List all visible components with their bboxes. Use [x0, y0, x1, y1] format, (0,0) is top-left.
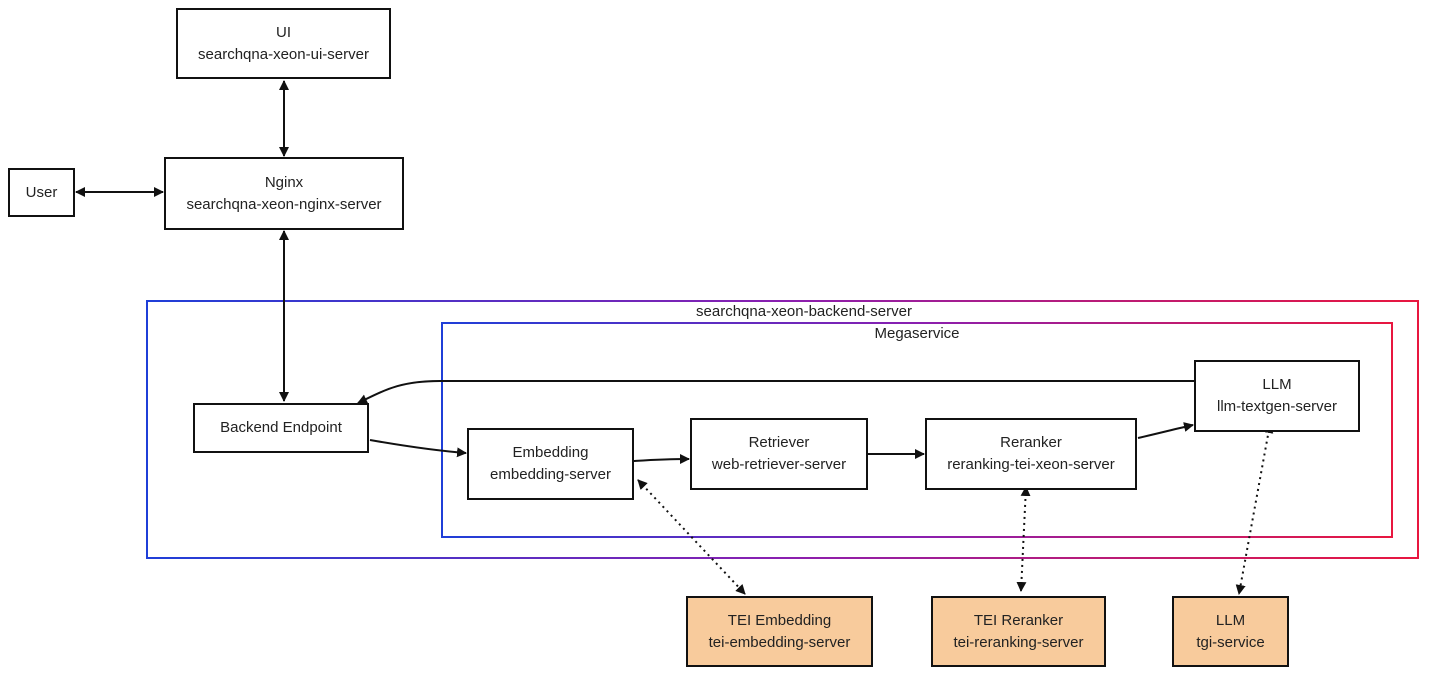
embedding-node-subtitle: embedding-server: [490, 466, 611, 483]
retriever-node: Retriever web-retriever-server: [690, 418, 868, 490]
tei-reranker-node-title: TEI Reranker: [973, 611, 1064, 629]
edge-embedding-retriever: [633, 454, 690, 465]
megaservice-label: Megaservice: [874, 325, 960, 342]
tei-embedding-node-title: TEI Embedding: [727, 611, 832, 629]
edge-llm-tgi: [1235, 423, 1274, 595]
backend-server-region: [146, 300, 1419, 559]
tei-reranker-node: TEI Reranker tei-reranking-server: [931, 596, 1106, 667]
megaservice-region: [441, 322, 1393, 538]
nginx-node-subtitle: searchqna-xeon-nginx-server: [186, 195, 382, 213]
nginx-node-title: Nginx: [264, 173, 304, 191]
llm-node-title: LLM: [1262, 376, 1292, 393]
tei-embedding-node: TEI Embedding tei-embedding-server: [686, 596, 873, 667]
llm-node-subtitle: llm-textgen-server: [1216, 398, 1338, 415]
user-node: User: [8, 168, 75, 217]
reranker-node-subtitle: reranking-tei-xeon-server: [947, 456, 1115, 473]
retriever-node-title: Retriever: [748, 434, 810, 451]
reranker-node-title: Reranker: [1000, 434, 1062, 451]
reranker-node: Reranker reranking-tei-xeon-server: [925, 418, 1137, 490]
llm-node: LLM llm-textgen-server: [1194, 360, 1360, 432]
edge-llm-backend: [357, 380, 1194, 404]
edge-reranker-tei: [1016, 486, 1031, 592]
embedding-node-title: Embedding: [512, 444, 589, 461]
tgi-service-node: LLM tgi-service: [1172, 596, 1289, 667]
edge-reranker-llm: [1137, 422, 1194, 439]
tei-reranker-node-subtitle: tei-reranking-server: [953, 633, 1084, 651]
retriever-node-subtitle: web-retriever-server: [711, 456, 847, 473]
user-node-title: User: [25, 183, 58, 201]
ui-node-subtitle: searchqna-xeon-ui-server: [198, 45, 369, 63]
tgi-service-node-title: LLM: [1215, 611, 1246, 629]
ui-node: UI searchqna-xeon-ui-server: [176, 8, 391, 79]
backend-endpoint-node-title: Backend Endpoint: [220, 419, 342, 436]
embedding-node: Embedding embedding-server: [467, 428, 634, 500]
edge-backend-embedding: [369, 439, 467, 458]
edge-embedding-tei: [637, 479, 746, 595]
backend-server-label: searchqna-xeon-backend-server: [696, 303, 912, 320]
tei-embedding-node-subtitle: tei-embedding-server: [708, 633, 851, 651]
nginx-node: Nginx searchqna-xeon-nginx-server: [164, 157, 404, 230]
ui-node-title: UI: [276, 23, 291, 41]
tgi-service-node-subtitle: tgi-service: [1196, 633, 1265, 651]
backend-endpoint-node: Backend Endpoint: [193, 403, 369, 453]
